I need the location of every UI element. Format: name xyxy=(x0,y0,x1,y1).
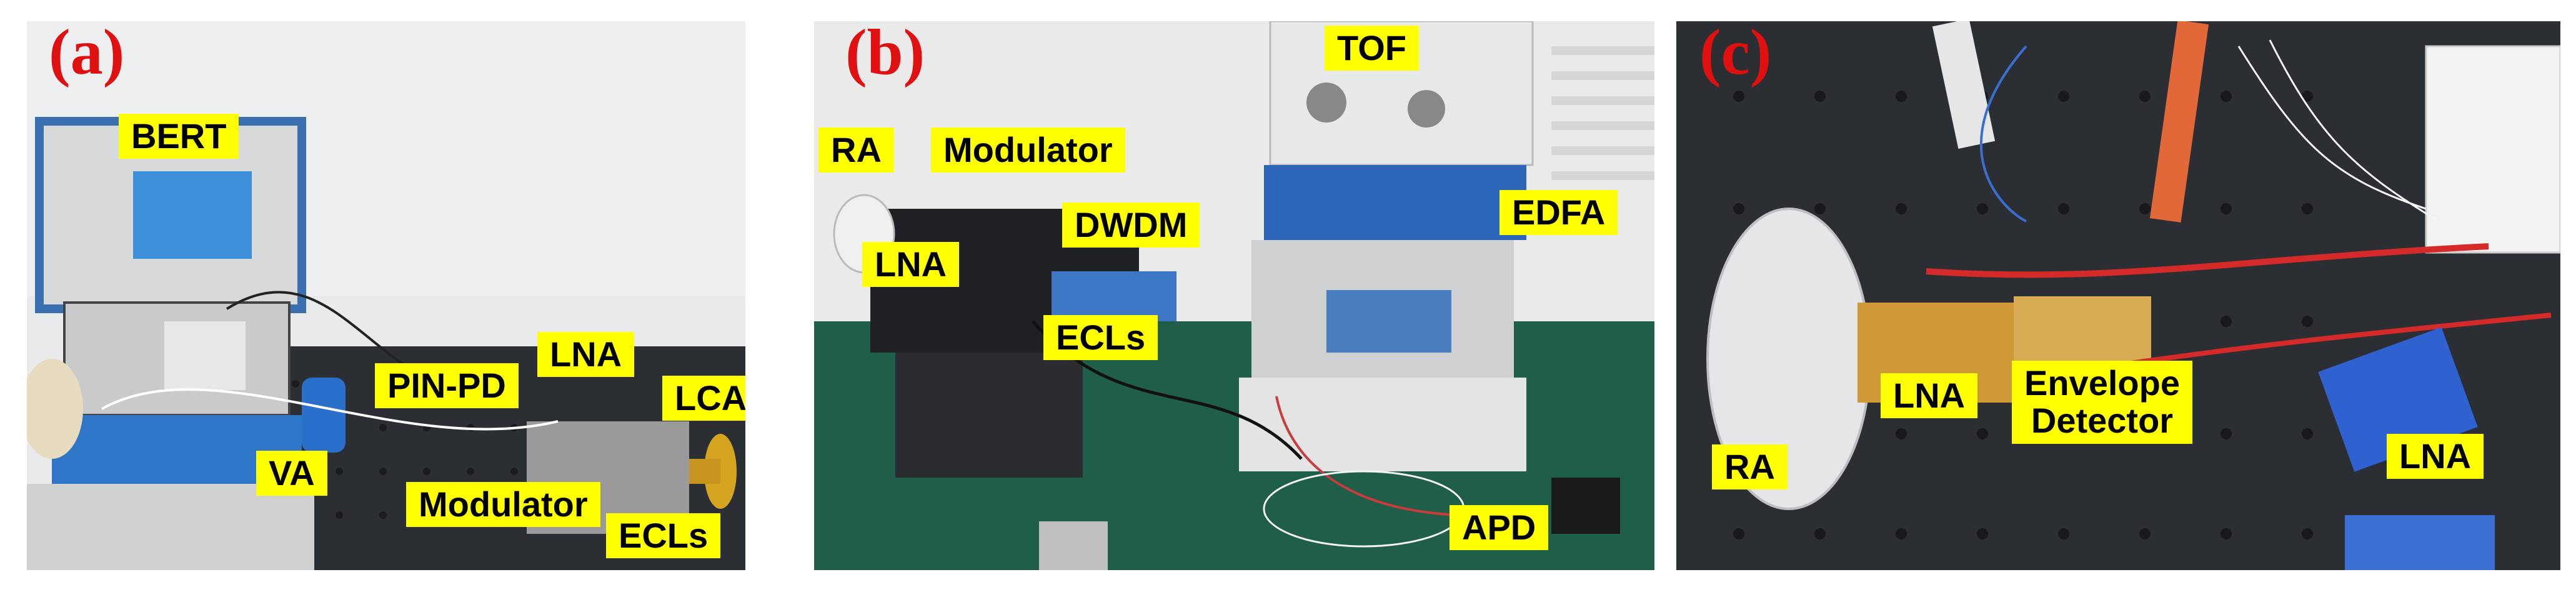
label-ra: RA xyxy=(818,128,894,173)
label-modulator: Modulator xyxy=(406,482,600,528)
photo-panel-a: (a) BERT PIN-PD LNA LCA VA Modulator ECL… xyxy=(27,21,745,570)
lab-setup-photo-b xyxy=(814,21,1654,570)
photo-panel-b: (b) TOF RA Modulator DWDM LNA EDFA ECLs … xyxy=(814,21,1654,570)
label-lna-2: LNA xyxy=(2387,434,2484,479)
label-va: VA xyxy=(256,451,327,496)
label-bert: BERT xyxy=(119,114,239,159)
label-lna: LNA xyxy=(862,242,960,288)
panel-letter-b: (b) xyxy=(845,21,925,88)
label-tof: TOF xyxy=(1325,26,1419,71)
panel-letter-a: (a) xyxy=(49,21,125,88)
label-ecls: ECLs xyxy=(606,513,721,559)
label-ecls: ECLs xyxy=(1043,315,1158,361)
lab-setup-photo-a xyxy=(27,21,745,570)
label-ra: RA xyxy=(1712,444,1788,490)
label-lca: LCA xyxy=(662,376,745,421)
label-lna: LNA xyxy=(1881,373,1978,419)
label-lna: LNA xyxy=(537,332,635,378)
label-edfa: EDFA xyxy=(1499,190,1618,236)
label-envelope-detector: Envelope Detector xyxy=(2012,361,2192,444)
photo-panel-c: (c) LNA Envelope Detector RA LNA xyxy=(1676,21,2560,570)
label-apd: APD xyxy=(1450,505,1549,551)
label-pin-pd: PIN-PD xyxy=(375,363,519,409)
lab-setup-photo-c xyxy=(1676,21,2560,570)
panel-letter-c: (c) xyxy=(1699,21,1772,88)
label-dwdm: DWDM xyxy=(1062,203,1200,248)
label-modulator: Modulator xyxy=(931,128,1125,173)
